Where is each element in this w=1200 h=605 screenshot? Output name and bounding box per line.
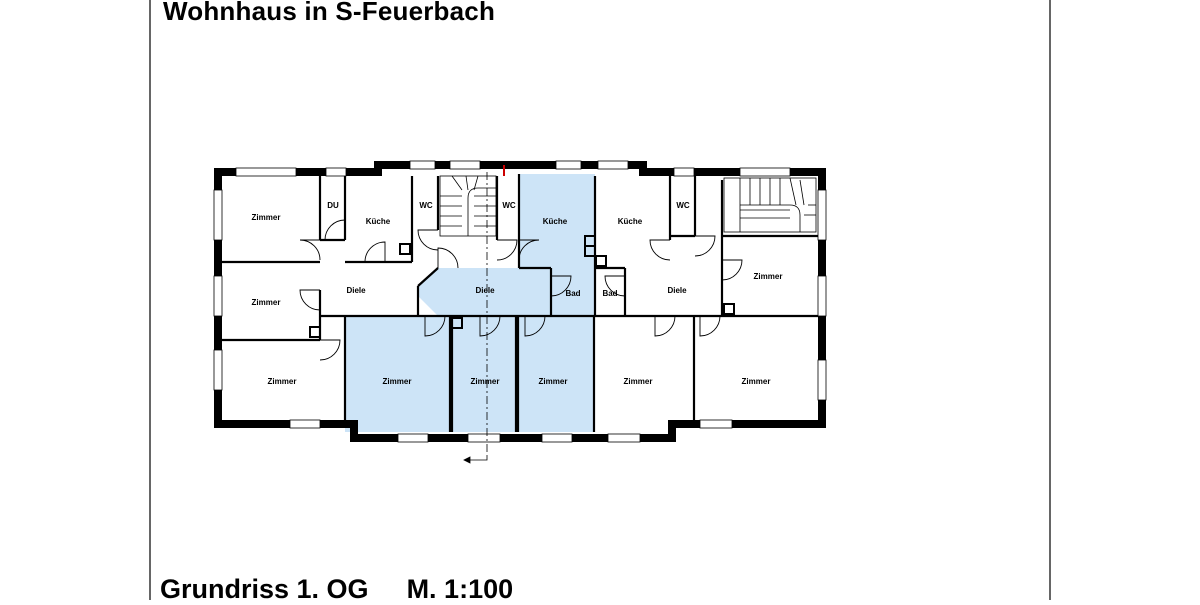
plan-caption: Grundriss 1. OG M. 1:100 (160, 574, 513, 605)
room-labels: Zimmer DU Küche WC WC Küche Küche WC Zim… (252, 201, 783, 386)
drawing-title: Wohnhaus in S-Feuerbach (163, 0, 496, 26)
room-label: WC (676, 201, 690, 210)
room-label: Diele (667, 286, 687, 295)
room-label: Küche (618, 217, 643, 226)
room-label: Zimmer (252, 213, 281, 222)
shafts (309, 235, 735, 338)
staircase-left (439, 175, 497, 237)
windows (213, 160, 827, 443)
room-label: WC (502, 201, 516, 210)
staircase-right (723, 177, 817, 233)
room-label: Zimmer (471, 377, 500, 386)
section-line (463, 165, 505, 464)
plan-name: Grundriss 1. OG (160, 574, 369, 604)
room-label: Bad (602, 289, 617, 298)
room-label: Zimmer (539, 377, 568, 386)
room-label: Zimmer (624, 377, 653, 386)
highlighted-unit (345, 174, 595, 432)
room-label: Küche (543, 217, 568, 226)
room-label: Zimmer (252, 298, 281, 307)
door-swings (299, 219, 743, 361)
room-label: WC (419, 201, 433, 210)
room-label: Diele (346, 286, 366, 295)
room-label: Diele (475, 286, 495, 295)
room-label: Zimmer (742, 377, 771, 386)
room-label: Bad (565, 289, 580, 298)
interior-walls (222, 174, 818, 432)
room-label: DU (327, 201, 339, 210)
room-label: Zimmer (754, 272, 783, 281)
room-label: Zimmer (383, 377, 412, 386)
plan-scale: M. 1:100 (406, 574, 514, 604)
outer-walls (214, 161, 826, 442)
room-label: Küche (366, 217, 391, 226)
room-label: Zimmer (268, 377, 297, 386)
